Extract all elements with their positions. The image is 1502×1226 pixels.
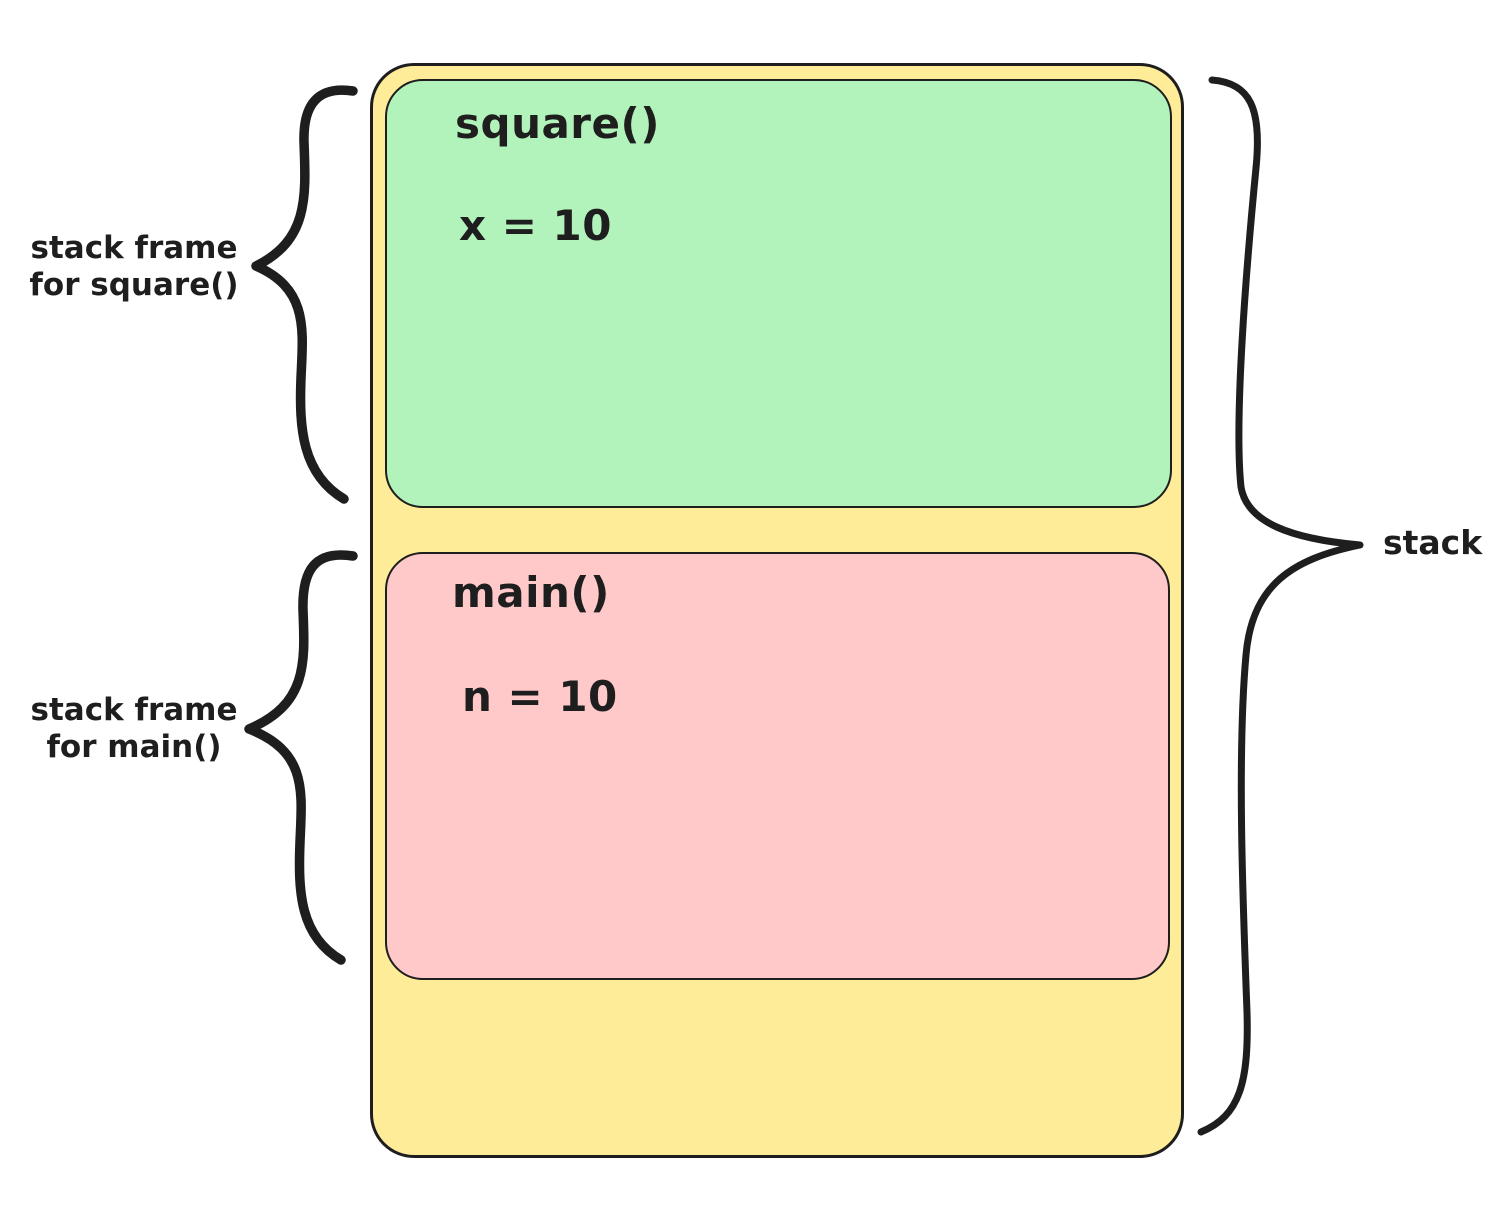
stack-frame-main-label: stack frame for main(): [14, 692, 254, 766]
frame-title-main: main(): [452, 568, 610, 617]
stack-frame-main-label-line1: stack frame: [30, 692, 238, 728]
stack-frame-square-label: stack frame for square(): [14, 230, 254, 304]
brace-main-frame-icon: [244, 550, 358, 965]
frame-variable-main: n = 10: [462, 672, 618, 721]
stack-frame-main-label-line2: for main(): [46, 729, 222, 765]
stack-frame-square-label-line1: stack frame: [30, 230, 238, 266]
stack-frame-square: square() x = 10: [385, 79, 1172, 508]
frame-variable-square: x = 10: [459, 201, 612, 250]
stack-label: stack: [1383, 523, 1483, 562]
stack-frame-square-label-line2: for square(): [29, 267, 239, 303]
frame-title-square: square(): [455, 99, 660, 148]
brace-square-frame-icon: [251, 85, 358, 504]
brace-stack-icon: [1197, 76, 1364, 1136]
stack-frame-main: main() n = 10: [385, 552, 1170, 980]
